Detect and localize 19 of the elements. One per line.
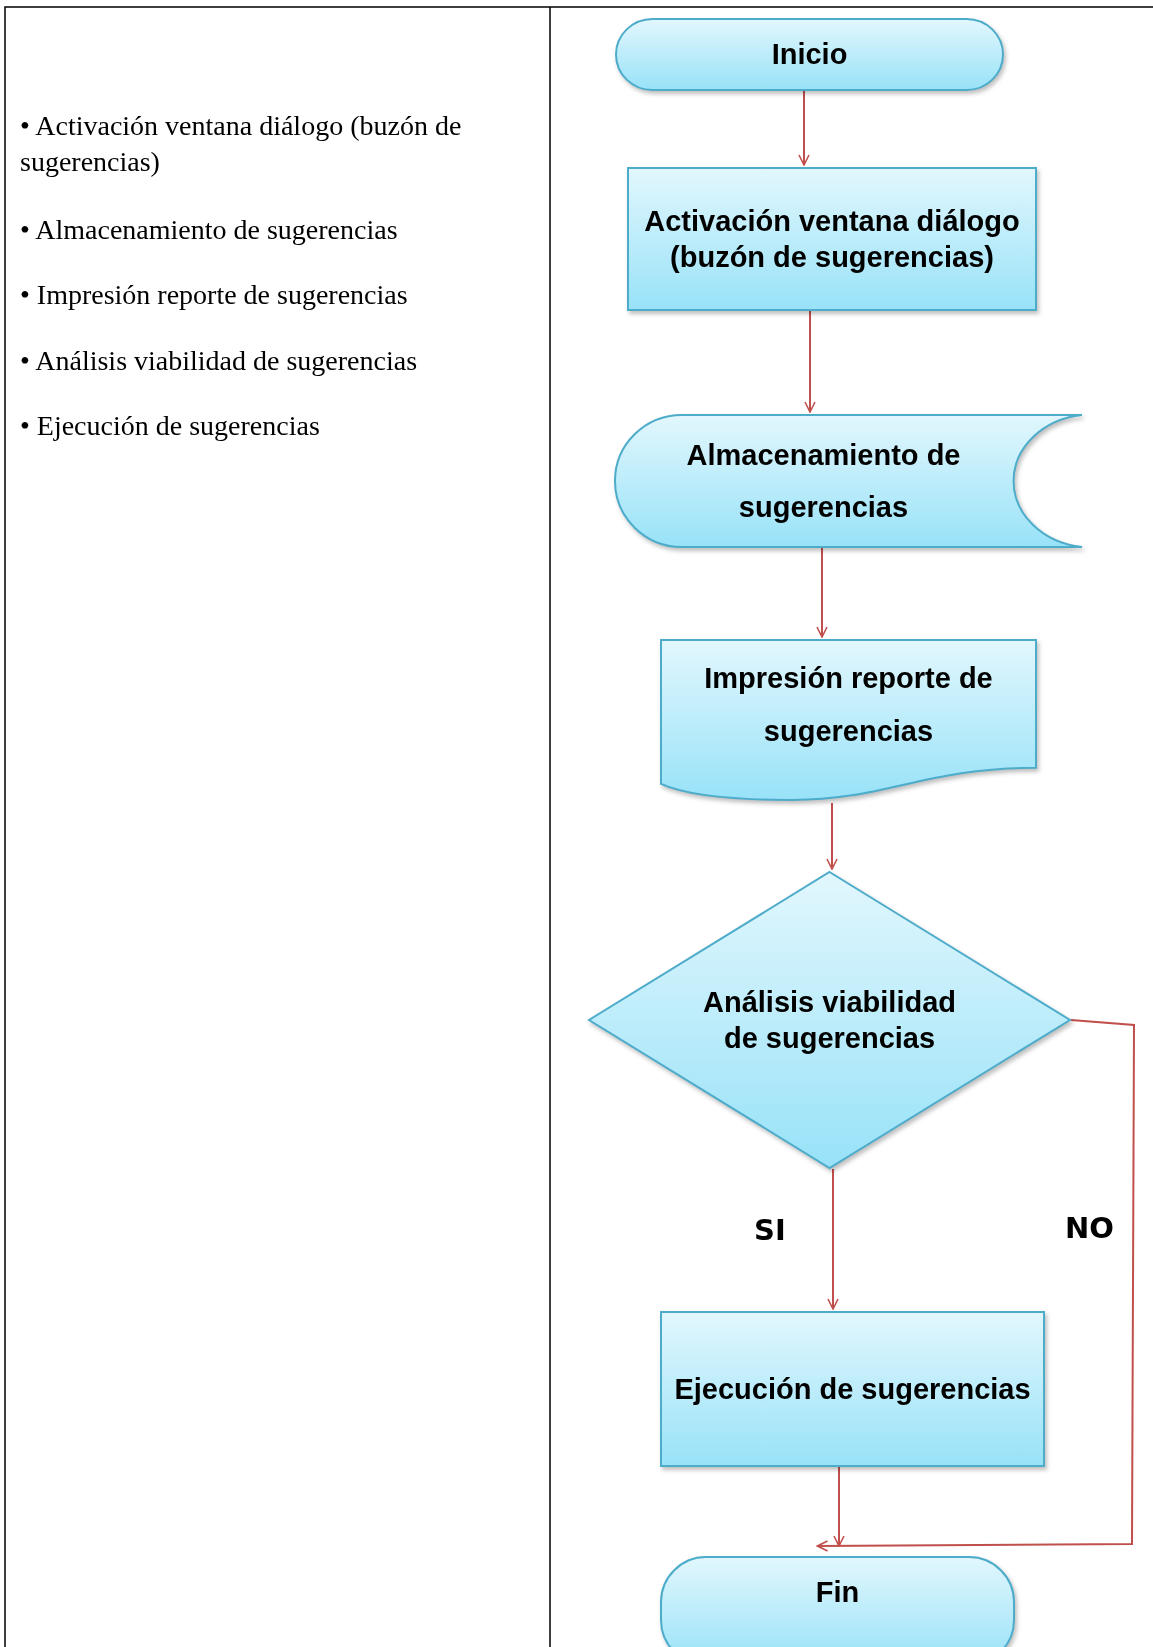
arrow (798, 90, 810, 166)
arrow (816, 1019, 1135, 1552)
list-item: • Impresión reporte de sugerencias (20, 278, 409, 312)
stored-data-shape: Almacenamiento de sugerencias (615, 414, 1082, 548)
list-item: • Activación ventana diálogo (buzón de sugerencias) (20, 109, 463, 180)
list-item: • Ejecución de sugerencias (20, 409, 321, 443)
list-item: • Análisis viabilidad de sugerencias (20, 344, 419, 378)
document-shape: Impresión reporte de sugerencias (660, 639, 1037, 800)
decision-diamond: Análisis viabilidad de sugerencias (588, 871, 1071, 1169)
arrow (826, 802, 838, 870)
arrow (833, 1466, 845, 1547)
terminal-shape: Inicio (615, 18, 1004, 91)
terminal-shape: Fin (660, 1556, 1015, 1647)
process-box: Ejecución de sugerencias (660, 1311, 1045, 1467)
list-item: • Almacenamiento de sugerencias (20, 213, 399, 247)
process-box: Activación ventana diálogo (buzón de sugerencias) (627, 167, 1037, 311)
arrow (816, 547, 828, 638)
arrow (827, 1168, 839, 1310)
arrow (804, 310, 816, 413)
